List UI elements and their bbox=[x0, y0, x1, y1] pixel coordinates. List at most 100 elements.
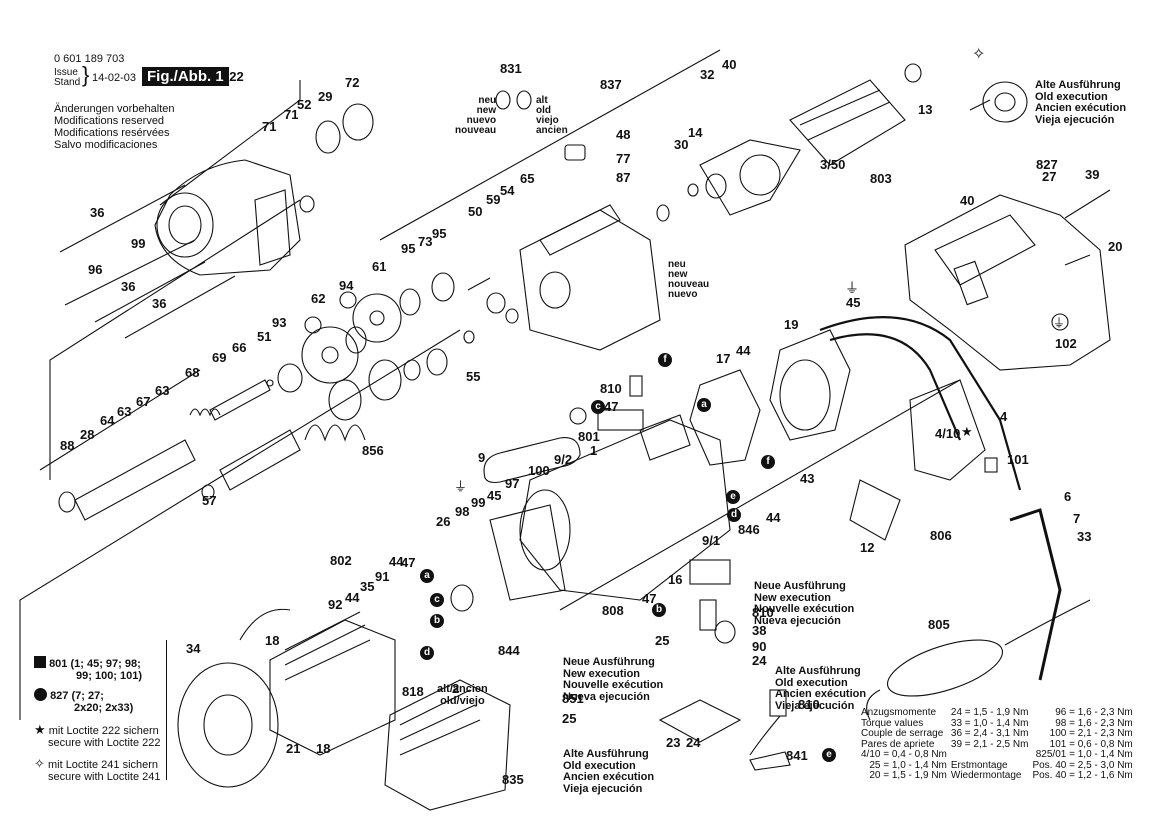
part-callout-97: 97 bbox=[505, 476, 520, 491]
part-callout-801: 801 bbox=[578, 429, 600, 444]
part-callout-52: 52 bbox=[297, 97, 312, 112]
capacitor-810 bbox=[699, 599, 717, 631]
part-callout-29: 29 bbox=[318, 89, 333, 104]
bushing-93 bbox=[277, 363, 303, 393]
wire-marker-d: d bbox=[727, 508, 741, 522]
modifications-es: Salvo modificaciones bbox=[54, 139, 158, 151]
field-coil-802 bbox=[269, 619, 396, 756]
brush-holder-18 bbox=[239, 608, 291, 641]
cable-harness bbox=[819, 316, 1022, 491]
part-callout-71: 71 bbox=[284, 107, 299, 122]
spindle-28 bbox=[74, 439, 196, 521]
part-callout-810: 810 bbox=[600, 381, 622, 396]
part-callout-36: 36 bbox=[152, 296, 167, 311]
part-callout-806: 806 bbox=[930, 528, 952, 543]
shaft-66 bbox=[209, 379, 271, 421]
part-callout-63: 63 bbox=[155, 383, 170, 398]
stator-plate-34 bbox=[177, 662, 279, 788]
group-frame-shaft bbox=[49, 199, 301, 480]
part-callout-67: 67 bbox=[136, 394, 151, 409]
part-callout-88: 88 bbox=[60, 438, 75, 453]
part-callout-35: 35 bbox=[360, 579, 375, 594]
switch-17 bbox=[689, 369, 761, 466]
part-callout-20: 20 bbox=[1108, 239, 1123, 254]
armature-803 bbox=[789, 79, 906, 166]
part-callout-9: 9 bbox=[478, 450, 486, 465]
bearing-26 bbox=[450, 584, 474, 612]
gear-61 bbox=[352, 293, 402, 343]
part-callout-827: 827 bbox=[1036, 157, 1058, 172]
loctite-241-marker-icon: ✧ bbox=[972, 46, 986, 63]
part-callout-818: 818 bbox=[402, 684, 424, 699]
part-callout-18: 18 bbox=[265, 633, 280, 648]
cable-clamp-101 bbox=[984, 457, 998, 473]
part-callout-24: 24 bbox=[686, 735, 701, 750]
group-frame-gear-left bbox=[39, 369, 201, 471]
part-callout-3-50: 3/50 bbox=[820, 157, 846, 172]
part-callout-34: 34 bbox=[186, 641, 201, 656]
part-callout-803: 803 bbox=[870, 171, 892, 186]
gear-head-housing bbox=[154, 159, 301, 276]
part-callout-54: 54 bbox=[500, 183, 515, 198]
part-callout-92: 92 bbox=[328, 597, 343, 612]
part-callout-96: 96 bbox=[88, 262, 103, 277]
part-callout-851: 851 bbox=[562, 691, 584, 706]
part-callout-40: 40 bbox=[722, 57, 737, 72]
spring-68 bbox=[189, 408, 221, 417]
part-callout-810: 810 bbox=[752, 605, 774, 620]
legend-loctite-222: ★ mit Loctite 222 sichern secure with Lo… bbox=[34, 722, 161, 749]
part-callout-822: 822 bbox=[222, 69, 244, 84]
part-callout-16: 16 bbox=[668, 572, 683, 587]
part-callout-25: 25 bbox=[655, 633, 670, 648]
brush-plate-19 bbox=[769, 329, 851, 441]
wire-marker-c: c bbox=[430, 593, 444, 607]
ground-symbol-icon: ⏚ bbox=[845, 280, 859, 296]
group-frame-gearbox bbox=[379, 49, 721, 241]
brace-glyph: } bbox=[82, 62, 90, 87]
spindle-collar bbox=[156, 192, 214, 258]
part-callout-95: 95 bbox=[432, 226, 447, 241]
part-callout-12: 12 bbox=[860, 540, 875, 555]
legend-kit-801: 801 (1; 45; 97; 98; 99; 100; 101) bbox=[34, 656, 142, 682]
part-callout-68: 68 bbox=[185, 365, 200, 380]
part-callout-69: 69 bbox=[212, 350, 227, 365]
part-callout-43: 43 bbox=[800, 471, 815, 486]
wire-marker-e: e bbox=[822, 748, 836, 762]
screw-36-c bbox=[124, 275, 236, 339]
issue-date: 14-02-03 bbox=[92, 72, 137, 84]
screw-39 bbox=[1064, 189, 1111, 219]
part-callout-65: 65 bbox=[520, 171, 535, 186]
part-callout-39: 39 bbox=[1085, 167, 1100, 182]
electronic-module-4 bbox=[909, 379, 986, 481]
part-callout-51: 51 bbox=[257, 329, 272, 344]
part-callout-19: 19 bbox=[784, 317, 799, 332]
modifications-notice: Änderungen vorbehalten Modifications res… bbox=[54, 103, 174, 151]
fan-baffle bbox=[489, 504, 566, 601]
loctite-222-marker-icon: ★ bbox=[961, 424, 973, 439]
cable-guard-6 bbox=[1009, 508, 1062, 681]
part-callout-28: 28 bbox=[80, 427, 95, 442]
part-callout-71: 71 bbox=[262, 119, 277, 134]
star-filled-icon: ★ bbox=[34, 722, 46, 737]
wire-marker-b: b bbox=[430, 614, 444, 628]
part-callout-2: 2 bbox=[452, 681, 460, 696]
lock-button-48 bbox=[564, 144, 586, 161]
wire-marker-e: e bbox=[726, 490, 740, 504]
part-callout-6: 6 bbox=[1064, 489, 1072, 504]
part-callout-64: 64 bbox=[100, 413, 115, 428]
part-callout-87: 87 bbox=[616, 170, 631, 185]
bearing-13 bbox=[904, 63, 922, 83]
part-callout-47: 47 bbox=[604, 399, 619, 414]
part-callout-805: 805 bbox=[928, 617, 950, 632]
capacitor-810-old bbox=[769, 689, 787, 717]
part-callout-98: 98 bbox=[455, 504, 470, 519]
